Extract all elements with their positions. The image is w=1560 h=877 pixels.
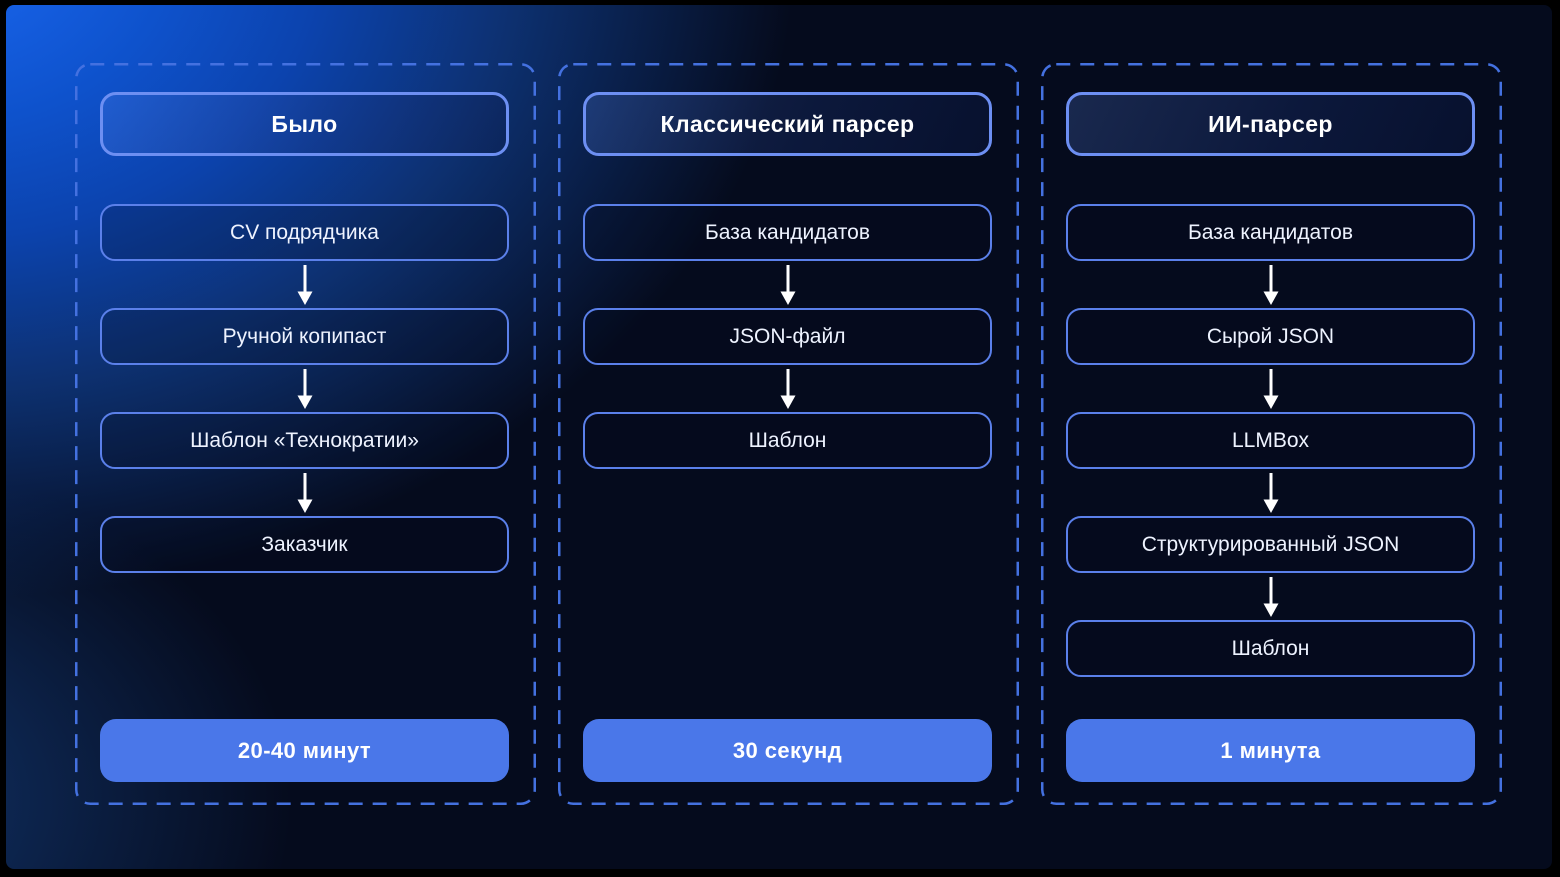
duration-label: 30 секунд (732, 737, 843, 763)
flow-step-label: JSON-файл (729, 324, 846, 348)
flow-step: Заказчик (100, 516, 509, 573)
arrow-down-icon (583, 365, 992, 412)
arrow-down-icon (1066, 365, 1475, 412)
flow-step-label: Структурированный JSON (1141, 532, 1400, 556)
flow-step: JSON-файл (583, 308, 992, 365)
flow-steps: База кандидатов Сырой JSON LLMBox Структ… (1066, 204, 1475, 677)
arrow-down-icon (1066, 469, 1475, 516)
arrow-down-icon (1066, 573, 1475, 620)
column-title: ИИ-парсер (1208, 110, 1333, 137)
panel-before: Было CV подрядчика Ручной копипаст Шабло… (75, 63, 536, 805)
dashed-border (1041, 63, 1502, 805)
arrow-down-icon (1066, 261, 1475, 308)
column-header: Было (100, 92, 509, 156)
flow-step: Сырой JSON (1066, 308, 1475, 365)
column-header: ИИ-парсер (1066, 92, 1475, 156)
panel-ai-parser: ИИ-парсер База кандидатов Сырой JSON LLM… (1041, 63, 1502, 805)
flow-step: Шаблон (583, 412, 992, 469)
arrow-down-icon (100, 469, 509, 516)
column-header: Классический парсер (583, 92, 992, 156)
panel-classic-parser: Классический парсер База кандидатов JSON… (558, 63, 1019, 805)
flow-step: Структурированный JSON (1066, 516, 1475, 573)
flow-step-label: Шаблон «Технократии» (190, 428, 419, 452)
arrow-down-icon (583, 261, 992, 308)
column-title: Классический парсер (660, 110, 915, 137)
arrow-down-icon (100, 365, 509, 412)
flow-step: База кандидатов (1066, 204, 1475, 261)
flow-step: База кандидатов (583, 204, 992, 261)
duration-badge: 30 секунд (583, 719, 992, 782)
duration-badge: 20-40 минут (100, 719, 509, 782)
flow-step-label: Шаблон (1231, 636, 1310, 660)
flow-step: Шаблон «Технократии» (100, 412, 509, 469)
flow-step: LLMBox (1066, 412, 1475, 469)
flow-step-label: Ручной копипаст (222, 324, 387, 348)
flow-step: Шаблон (1066, 620, 1475, 677)
flow-steps: База кандидатов JSON-файл Шаблон (583, 204, 992, 469)
flow-steps: CV подрядчика Ручной копипаст Шаблон «Те… (100, 204, 509, 573)
duration-label: 1 минута (1220, 737, 1321, 763)
flow-step: CV подрядчика (100, 204, 509, 261)
dashed-border (558, 63, 1019, 805)
flow-step-label: База кандидатов (705, 220, 870, 244)
duration-label: 20-40 минут (237, 737, 372, 763)
flow-step-label: Шаблон (748, 428, 827, 452)
duration-badge: 1 минута (1066, 719, 1475, 782)
flow-step-label: Сырой JSON (1206, 324, 1335, 348)
column-title: Было (271, 110, 338, 137)
flow-step-label: LLMBox (1231, 428, 1310, 452)
flow-step-label: База кандидатов (1188, 220, 1353, 244)
flow-step-label: Заказчик (261, 532, 348, 556)
slide-background: Было CV подрядчика Ручной копипаст Шабло… (6, 5, 1552, 869)
flow-step-label: CV подрядчика (230, 220, 379, 244)
flow-step: Ручной копипаст (100, 308, 509, 365)
dashed-border (75, 63, 536, 805)
arrow-down-icon (100, 261, 509, 308)
